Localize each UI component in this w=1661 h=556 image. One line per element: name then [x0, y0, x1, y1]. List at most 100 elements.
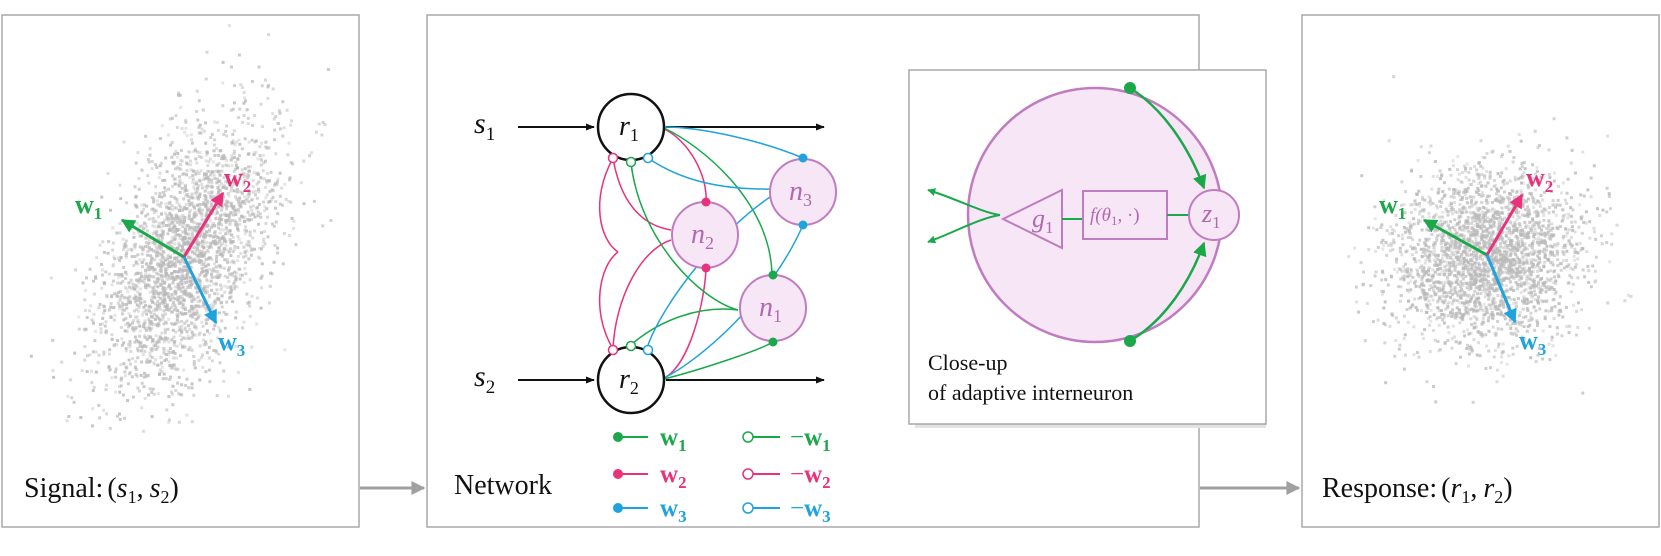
scatter-point — [175, 256, 179, 260]
scatter-point — [219, 182, 223, 186]
scatter-point — [1480, 173, 1484, 177]
scatter-point — [1451, 212, 1455, 216]
scatter-point — [1475, 256, 1479, 260]
scatter-point — [1461, 318, 1465, 322]
scatter-point — [1498, 174, 1502, 178]
scatter-point — [1488, 226, 1492, 229]
scatter-point — [1520, 268, 1524, 272]
scatter-point — [177, 260, 181, 264]
scatter-point — [151, 338, 155, 341]
scatter-point — [1458, 285, 1462, 288]
scatter-point — [179, 276, 183, 280]
scatter-point — [248, 213, 251, 217]
scatter-point — [1376, 318, 1380, 322]
scatter-point — [1469, 239, 1473, 243]
scatter-point — [1500, 206, 1504, 210]
scatter-point — [224, 244, 228, 248]
scatter-point — [1488, 176, 1492, 180]
scatter-point — [1466, 270, 1470, 273]
scatter-point — [1523, 167, 1527, 171]
scatter-point — [1495, 192, 1499, 196]
scatter-point — [187, 214, 191, 218]
scatter-point — [1560, 191, 1563, 195]
scatter-point — [1399, 294, 1403, 298]
scatter-point — [151, 249, 155, 253]
scatter-point — [1485, 170, 1489, 174]
scatter-point — [1453, 200, 1457, 204]
scatter-point — [1544, 241, 1547, 245]
scatter-point — [220, 218, 223, 222]
scatter-point — [187, 216, 191, 220]
scatter-point — [102, 304, 105, 308]
scatter-point — [227, 214, 231, 218]
scatter-point — [1488, 174, 1492, 178]
scatter-point — [1451, 299, 1455, 303]
scatter-point — [1437, 323, 1441, 327]
scatter-point — [1494, 287, 1498, 291]
scatter-point — [270, 188, 274, 192]
scatter-point — [1445, 246, 1449, 250]
scatter-point — [263, 78, 267, 82]
scatter-point — [125, 201, 129, 205]
scatter-point — [195, 238, 199, 242]
scatter-point — [1428, 315, 1432, 319]
scatter-point — [84, 288, 88, 292]
scatter-point — [1443, 313, 1447, 317]
scatter-point — [174, 330, 178, 334]
scatter-point — [138, 258, 142, 262]
scatter-point — [1511, 246, 1515, 250]
scatter-point — [1520, 335, 1524, 339]
scatter-point — [1527, 291, 1531, 295]
scatter-point — [160, 124, 164, 128]
scatter-point — [205, 199, 209, 203]
scatter-point — [1467, 332, 1471, 336]
scatter-point — [131, 326, 135, 330]
scatter-point — [1555, 332, 1559, 336]
scatter-point — [154, 334, 158, 338]
scatter-point — [1551, 260, 1555, 264]
scatter-point — [134, 372, 138, 376]
scatter-point — [1499, 281, 1503, 285]
scatter-point — [1454, 244, 1458, 248]
scatter-point — [214, 298, 218, 302]
scatter-point — [1537, 226, 1541, 230]
scatter-point — [1388, 324, 1392, 328]
scatter-point — [234, 344, 238, 348]
scatter-point — [217, 162, 221, 166]
scatter-point — [154, 163, 157, 167]
scatter-point — [166, 257, 169, 261]
scatter-point — [1500, 270, 1504, 274]
scatter-point — [102, 281, 106, 285]
scatter-point — [1551, 226, 1555, 230]
scatter-point — [1531, 294, 1535, 298]
scatter-point — [163, 193, 167, 197]
scatter-point — [192, 169, 196, 173]
scatter-point — [1520, 173, 1524, 177]
scatter-point — [169, 305, 173, 309]
scatter-point — [1516, 329, 1520, 333]
scatter-point — [178, 175, 181, 179]
scatter-point — [157, 324, 161, 328]
scatter-point — [1456, 210, 1460, 214]
scatter-point — [225, 226, 228, 230]
scatter-point — [1405, 308, 1409, 311]
scatter-point — [1558, 203, 1562, 207]
scatter-point — [1577, 225, 1581, 229]
scatter-point — [204, 77, 208, 81]
scatter-point — [1459, 293, 1463, 297]
scatter-point — [170, 293, 174, 296]
scatter-point — [127, 358, 131, 362]
scatter-point — [1472, 250, 1475, 254]
scatter-point — [1518, 263, 1522, 267]
scatter-point — [1515, 344, 1519, 348]
scatter-point — [1404, 353, 1407, 357]
scatter-point — [232, 261, 236, 265]
scatter-point — [1398, 343, 1402, 347]
scatter-point — [1434, 261, 1438, 265]
scatter-point — [215, 288, 219, 292]
scatter-point — [101, 316, 105, 320]
scatter-point — [1437, 289, 1441, 293]
scatter-point — [1499, 361, 1503, 365]
scatter-point — [216, 128, 220, 132]
scatter-point — [259, 215, 263, 219]
